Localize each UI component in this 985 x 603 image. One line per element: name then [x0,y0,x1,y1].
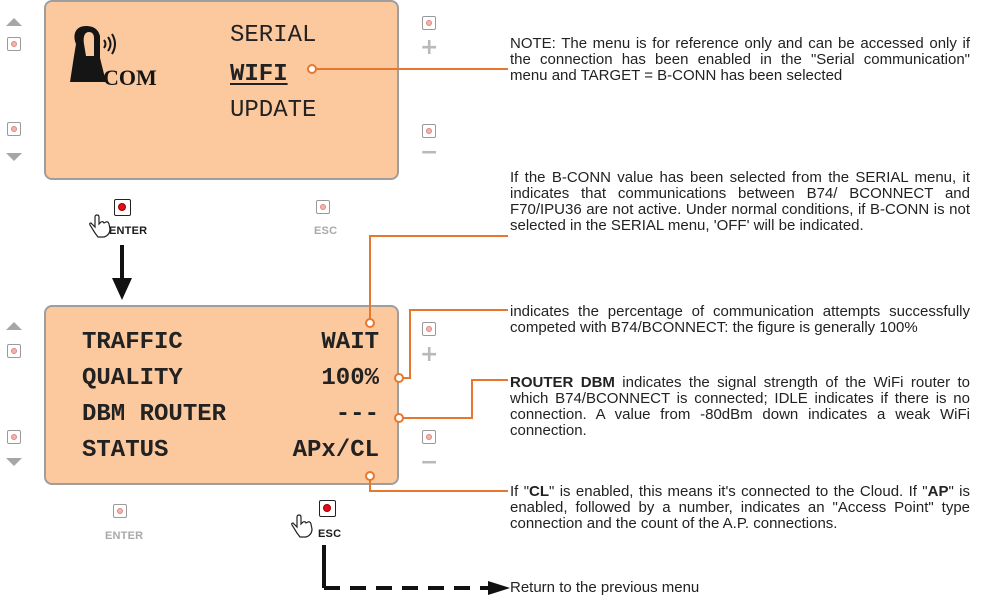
row-value-traffic: WAIT [321,329,379,356]
note-status-text-1: If " [510,483,530,500]
row-label-status: STATUS [82,437,169,464]
down-arrow-head-icon [112,278,132,300]
minus-icon: − [420,140,439,165]
communication-logo-icon [70,26,116,82]
up-button[interactable] [7,37,21,51]
esc-label: ESC [318,528,342,540]
logo-text: COM [103,65,157,90]
plus-button[interactable] [422,16,436,30]
note-status-text-2: " is enabled, this means it's connected … [549,483,928,500]
plus-button[interactable] [422,322,436,336]
note-status-text-3: " is enabled, followed by a number, indi… [510,483,970,532]
minus-icon: − [420,450,439,475]
menu-item-wifi[interactable]: WIFI [230,61,288,88]
minus-button[interactable] [422,124,436,138]
up-arrow-icon[interactable] [6,18,22,26]
menu-item-serial[interactable]: SERIAL [230,22,317,49]
row-label-traffic: TRAFFIC [82,329,183,356]
note-return: Return to the previous menu [510,579,700,596]
note-router-dbm-bold: ROUTER DBM [510,374,615,391]
down-button[interactable] [7,430,21,444]
note-quality: indicates the percentage of communicatio… [510,303,970,336]
lcd-status-panel: TRAFFIC WAIT QUALITY 100% DBM ROUTER ---… [44,305,399,485]
menu-item-update[interactable]: UPDATE [230,97,317,124]
note-menu-reference: NOTE: The menu is for reference only and… [510,35,970,84]
down-button[interactable] [7,122,21,136]
up-arrow-icon[interactable] [6,322,22,330]
enter-button-pressed[interactable] [114,199,131,216]
note-status-cl: CL [529,483,550,500]
row-value-quality: 100% [321,365,379,392]
down-arrow-icon[interactable] [6,458,22,466]
plus-icon: + [420,342,439,367]
plus-icon: + [420,35,439,60]
lcd-menu-panel: COM SERIAL WIFI UPDATE [44,0,399,180]
note-router-dbm-text: indicates the signal strength of the WiF… [510,374,970,439]
note-traffic-wait: If the B-CONN value has been selected fr… [510,169,970,234]
note-status-ap: AP [927,483,949,500]
note-status: If "CL" is enabled, this means it's conn… [510,484,970,532]
note-router-dbm: ROUTER DBM indicates the signal strength… [510,375,970,439]
hand-pointer-icon [89,214,111,238]
enter-button[interactable] [113,504,127,518]
esc-button[interactable] [316,200,330,214]
row-value-dbm-router: --- [335,401,379,428]
arrow-shaft [120,245,124,280]
row-value-status: APx/CL [292,437,379,464]
esc-button-pressed[interactable] [319,500,336,517]
row-label-dbm-router: DBM ROUTER [82,401,227,428]
esc-label: ESC [314,225,338,237]
up-button[interactable] [7,344,21,358]
down-arrow-icon[interactable] [6,153,22,161]
enter-label: ENTER [105,530,144,542]
row-label-quality: QUALITY [82,365,183,392]
minus-button[interactable] [422,430,436,444]
hand-pointer-icon [291,514,313,538]
enter-label: ENTER [109,225,148,237]
